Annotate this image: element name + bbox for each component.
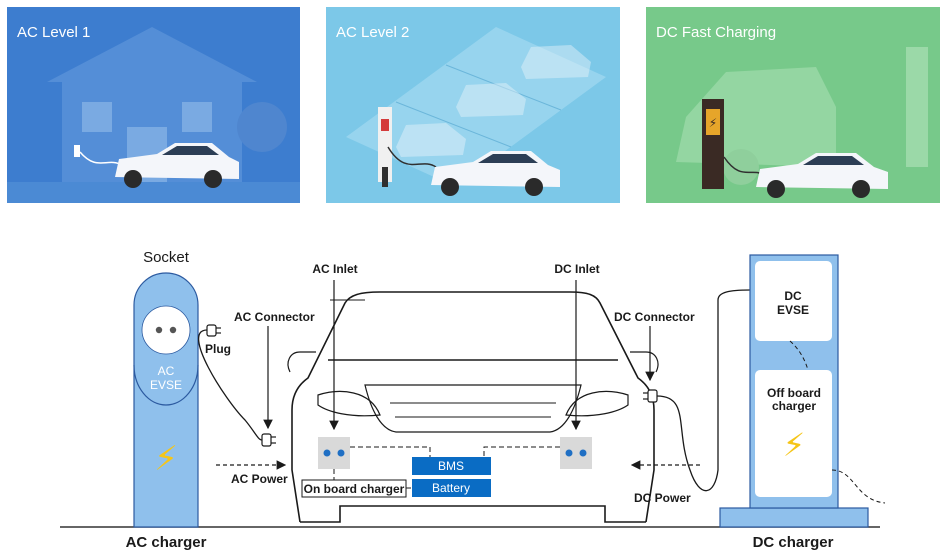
- house-scene-illustration: [7, 7, 300, 203]
- dc-power-label: DC Power: [634, 491, 691, 505]
- ac-inlet-label: AC Inlet: [312, 262, 357, 276]
- dashed-connections: [333, 446, 560, 489]
- dc-cable: [656, 289, 751, 492]
- charging-diagram: AC EVSE ⚡ Socket AC charger Plug AC Conn…: [60, 249, 886, 551]
- plug-label: Plug: [205, 342, 231, 356]
- plug-icon: [206, 324, 221, 337]
- dc-evse-line2: EVSE: [777, 303, 809, 317]
- bms-box: [412, 457, 491, 475]
- car-icon: [431, 151, 560, 196]
- dc-evse-panel: [755, 261, 832, 341]
- battery-box: [412, 479, 491, 497]
- parking-lot-illustration: [326, 7, 620, 203]
- ac-power-label: AC Power: [231, 472, 288, 486]
- dc-evse-line1: DC: [784, 289, 802, 303]
- panel-dc-fast-charging: ⚡ DC Fast Charging: [646, 7, 940, 203]
- panel-ac-level-1: AC Level 1: [7, 7, 300, 203]
- panel-title: AC Level 2: [336, 24, 410, 41]
- on-board-charger-label: On board charger: [304, 482, 405, 496]
- ac-inlet-icon: [318, 437, 350, 469]
- dc-inlet-icon: [560, 437, 592, 469]
- ac-cable: [198, 329, 263, 441]
- car-front-outline: [287, 291, 659, 523]
- dc-inlet-label: DC Inlet: [554, 262, 599, 276]
- car-icon: [115, 143, 239, 188]
- svg-text:⚡: ⚡: [709, 116, 717, 130]
- dc-charger-label: DC charger: [753, 534, 834, 551]
- ac-evse-line2: EVSE: [150, 378, 182, 392]
- off-board-charger-panel: [755, 370, 832, 497]
- socket-icon: [141, 305, 191, 355]
- ac-connector-icon: [261, 433, 276, 447]
- on-board-charger-box: [301, 479, 407, 498]
- battery-label: Battery: [432, 481, 470, 495]
- bms-label: BMS: [438, 459, 464, 473]
- panel-title: DC Fast Charging: [656, 24, 777, 41]
- ac-evse-line1: AC: [158, 364, 175, 378]
- lightning-bolt-icon: ⚡: [783, 426, 805, 464]
- lightning-bolt-icon: ⚡: [154, 439, 178, 479]
- ac-charger-pillar: AC EVSE ⚡: [133, 272, 199, 528]
- dc-connector-label: DC Connector: [614, 310, 695, 324]
- socket-label: Socket: [143, 249, 190, 266]
- off-board-line2: charger: [772, 399, 816, 413]
- dc-connector-icon: [643, 389, 658, 403]
- panel-title: AC Level 1: [17, 24, 91, 41]
- off-board-line1: Off board: [767, 386, 821, 400]
- ac-charger-label: AC charger: [126, 534, 207, 551]
- dc-station-illustration: ⚡: [646, 7, 940, 203]
- ac-connector-label: AC Connector: [234, 310, 315, 324]
- dc-charger-pillar: DC EVSE Off board charger ⚡: [719, 254, 886, 528]
- panel-ac-level-2: AC Level 2: [326, 7, 620, 203]
- car-icon: [756, 153, 888, 198]
